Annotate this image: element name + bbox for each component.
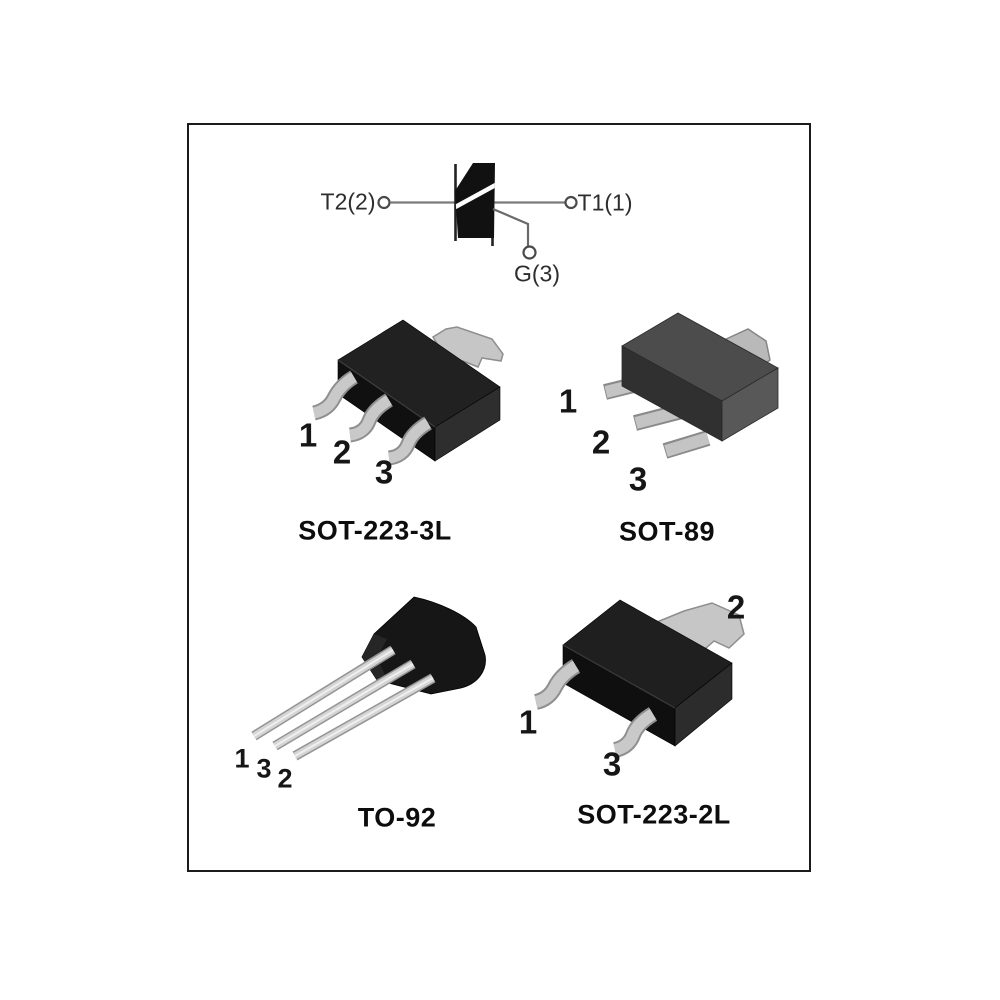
sot223-2l-pin-1: 1 xyxy=(518,703,538,741)
to92-body xyxy=(361,596,486,695)
sot89-pin-3: 3 xyxy=(628,460,648,498)
sot89-pin-1: 1 xyxy=(558,382,578,420)
sot223-2l-body-right-face xyxy=(674,662,733,747)
sot223-2l-pin-2: 2 xyxy=(726,588,746,626)
sot223-3l-pin-1: 1 xyxy=(298,416,318,454)
t1-terminal-circle xyxy=(564,195,578,210)
to92-leads xyxy=(251,645,436,761)
sot223-3l-leads xyxy=(312,370,432,466)
triac-divider-stripe xyxy=(455,180,495,213)
package-label-to-92: TO-92 xyxy=(357,802,437,833)
sot223-3l-pin-2: 2 xyxy=(332,433,352,471)
sot223-3l-pin-3: 3 xyxy=(374,453,394,491)
t2-terminal-label: T2(2) xyxy=(320,188,376,215)
package-label-sot-89: SOT-89 xyxy=(618,516,716,547)
to92-pin-1: 1 xyxy=(234,743,250,774)
t2-terminal-circle xyxy=(377,195,391,210)
gate-terminal-circle xyxy=(522,245,537,260)
sot223-2l-pin-3: 3 xyxy=(602,745,622,783)
diagram-frame xyxy=(187,123,811,872)
sot223-2l-body-seam xyxy=(562,644,676,709)
package-to-92-drawing xyxy=(251,596,486,761)
to92-pin-2: 2 xyxy=(277,763,293,794)
triac-symbol xyxy=(377,163,578,260)
package-sot-223-3l-drawing xyxy=(312,319,504,466)
sot223-2l-leads xyxy=(533,659,658,758)
sot89-pin-2: 2 xyxy=(591,423,611,461)
to92-pin-3: 3 xyxy=(256,753,272,784)
t1-terminal-label: T1(1) xyxy=(577,189,633,216)
gate-lead-line xyxy=(492,207,530,246)
sot223-3l-body-right-face xyxy=(434,386,501,462)
package-sot-223-2l-drawing xyxy=(533,599,745,758)
package-label-sot-223-2l: SOT-223-2L xyxy=(577,799,731,830)
sot223-3l-body-seam xyxy=(337,359,436,428)
triac-triangles xyxy=(455,163,495,238)
package-label-sot-223-3l: SOT-223-3L xyxy=(298,515,452,546)
sot89-body-right-face xyxy=(721,367,779,442)
package-sot-89-drawing xyxy=(603,312,779,459)
gate-terminal-label: G(3) xyxy=(514,260,560,287)
